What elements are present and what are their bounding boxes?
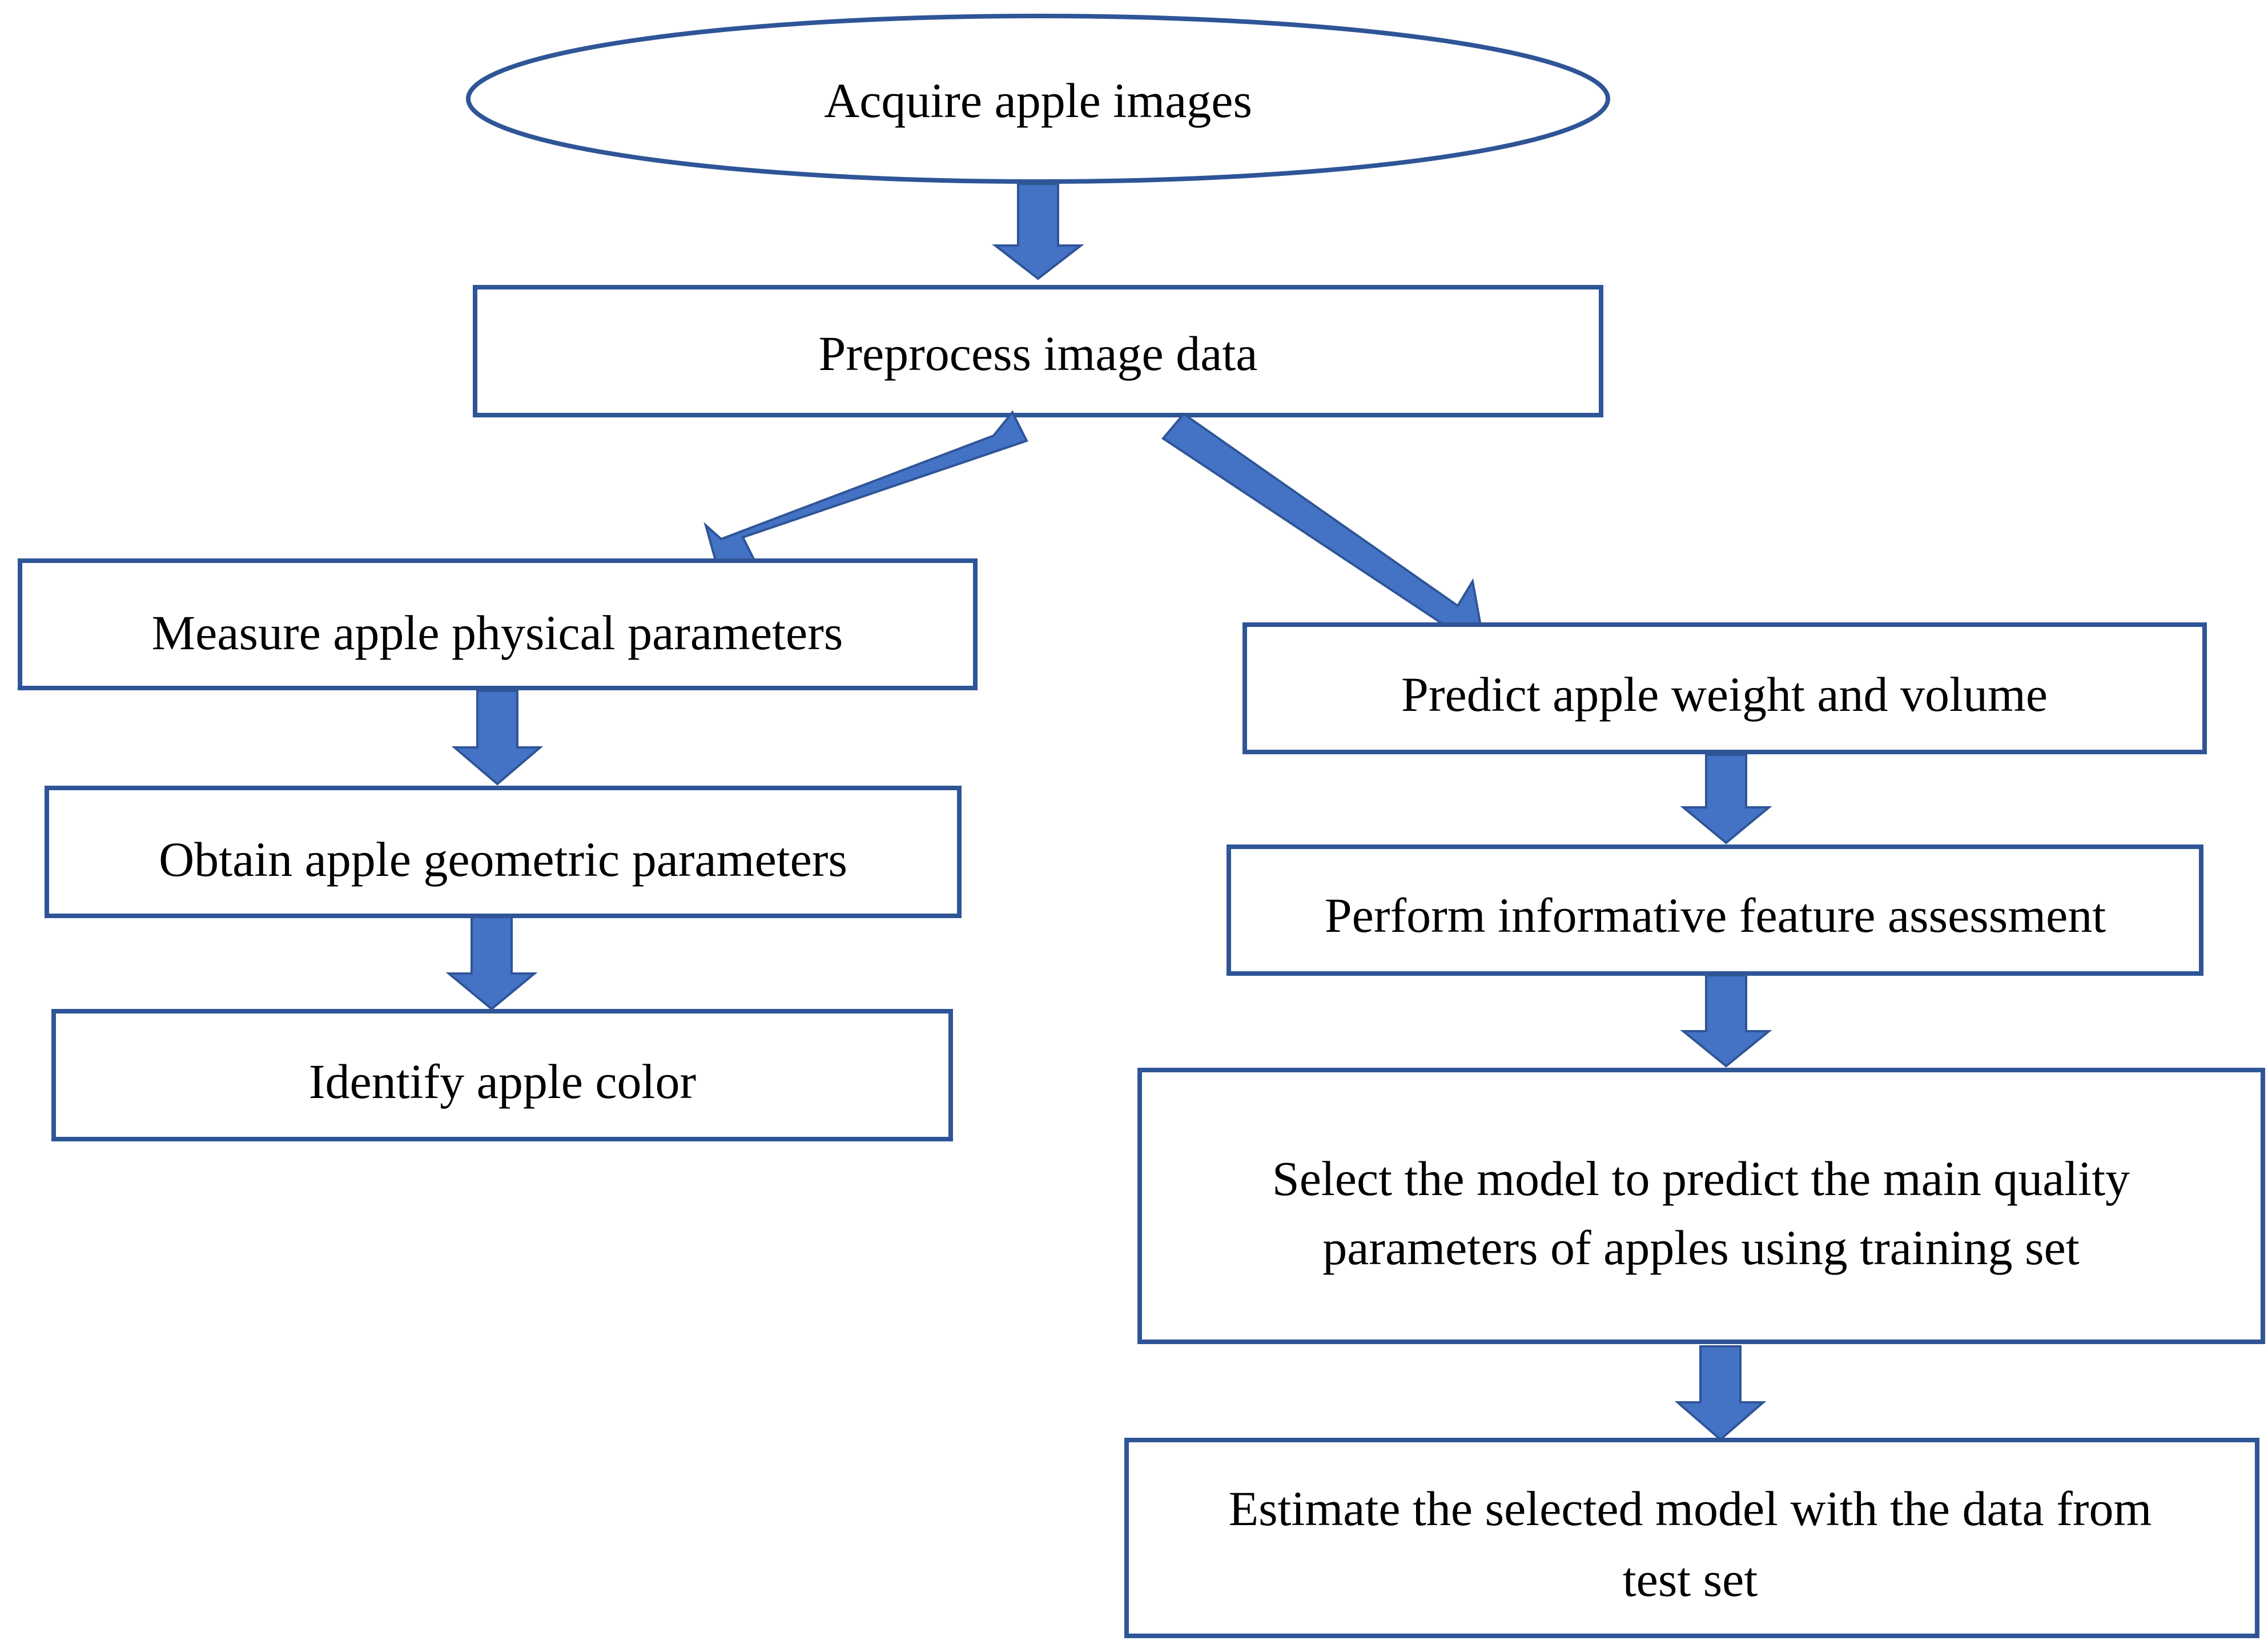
- color-box: [51, 1009, 953, 1141]
- estimate-node: Estimate the selected model with the dat…: [1124, 1438, 2259, 1638]
- preprocess-label: Preprocess image data: [819, 326, 1258, 381]
- assessment-node: Perform informative feature assessment: [1227, 844, 2203, 976]
- arrow-geometric-to-color: [445, 916, 538, 1011]
- start-label: Acquire apple images: [824, 73, 1252, 128]
- arrow-preprocess-to-predict: [1161, 412, 1482, 647]
- estimate-label-line-1: Estimate the selected model with the dat…: [1229, 1481, 2152, 1536]
- arrow-assessment-to-select: [1680, 974, 1772, 1068]
- assessment-box: [1227, 844, 2203, 976]
- estimate-label-line-2: test set: [1623, 1552, 1758, 1607]
- color-label: Identify apple color: [309, 1054, 696, 1109]
- measure-label: Measure apple physical parameters: [152, 605, 843, 660]
- arrow-start-to-preprocess: [992, 183, 1084, 280]
- select-box: [1137, 1068, 2265, 1344]
- preprocess-node: Preprocess image data: [473, 285, 1603, 417]
- start-ellipse: [466, 14, 1610, 184]
- predict-box: [1242, 622, 2207, 754]
- geometric-label: Obtain apple geometric parameters: [159, 832, 847, 887]
- arrow-preprocess-to-measure: [703, 410, 1028, 568]
- measure-node: Measure apple physical parameters: [18, 558, 978, 690]
- geometric-node: Obtain apple geometric parameters: [45, 786, 962, 918]
- preprocess-box: [473, 285, 1603, 417]
- arrow-select-to-estimate: [1674, 1345, 1767, 1441]
- estimate-box: [1124, 1438, 2259, 1638]
- arrow-predict-to-assessment: [1680, 754, 1772, 844]
- select-label-line-1: Select the model to predict the main qua…: [1272, 1151, 2130, 1206]
- arrow-measure-to-geometric: [451, 690, 544, 786]
- select-node: Select the model to predict the main qua…: [1137, 1068, 2265, 1344]
- color-node: Identify apple color: [51, 1009, 953, 1141]
- assessment-label: Perform informative feature assessment: [1325, 888, 2106, 943]
- select-label-line-2: parameters of apples using training set: [1322, 1220, 2080, 1275]
- start-node: Acquire apple images: [466, 14, 1610, 184]
- measure-box: [18, 558, 978, 690]
- predict-node: Predict apple weight and volume: [1242, 622, 2207, 754]
- predict-label: Predict apple weight and volume: [1401, 667, 2048, 722]
- geometric-box: [45, 786, 962, 918]
